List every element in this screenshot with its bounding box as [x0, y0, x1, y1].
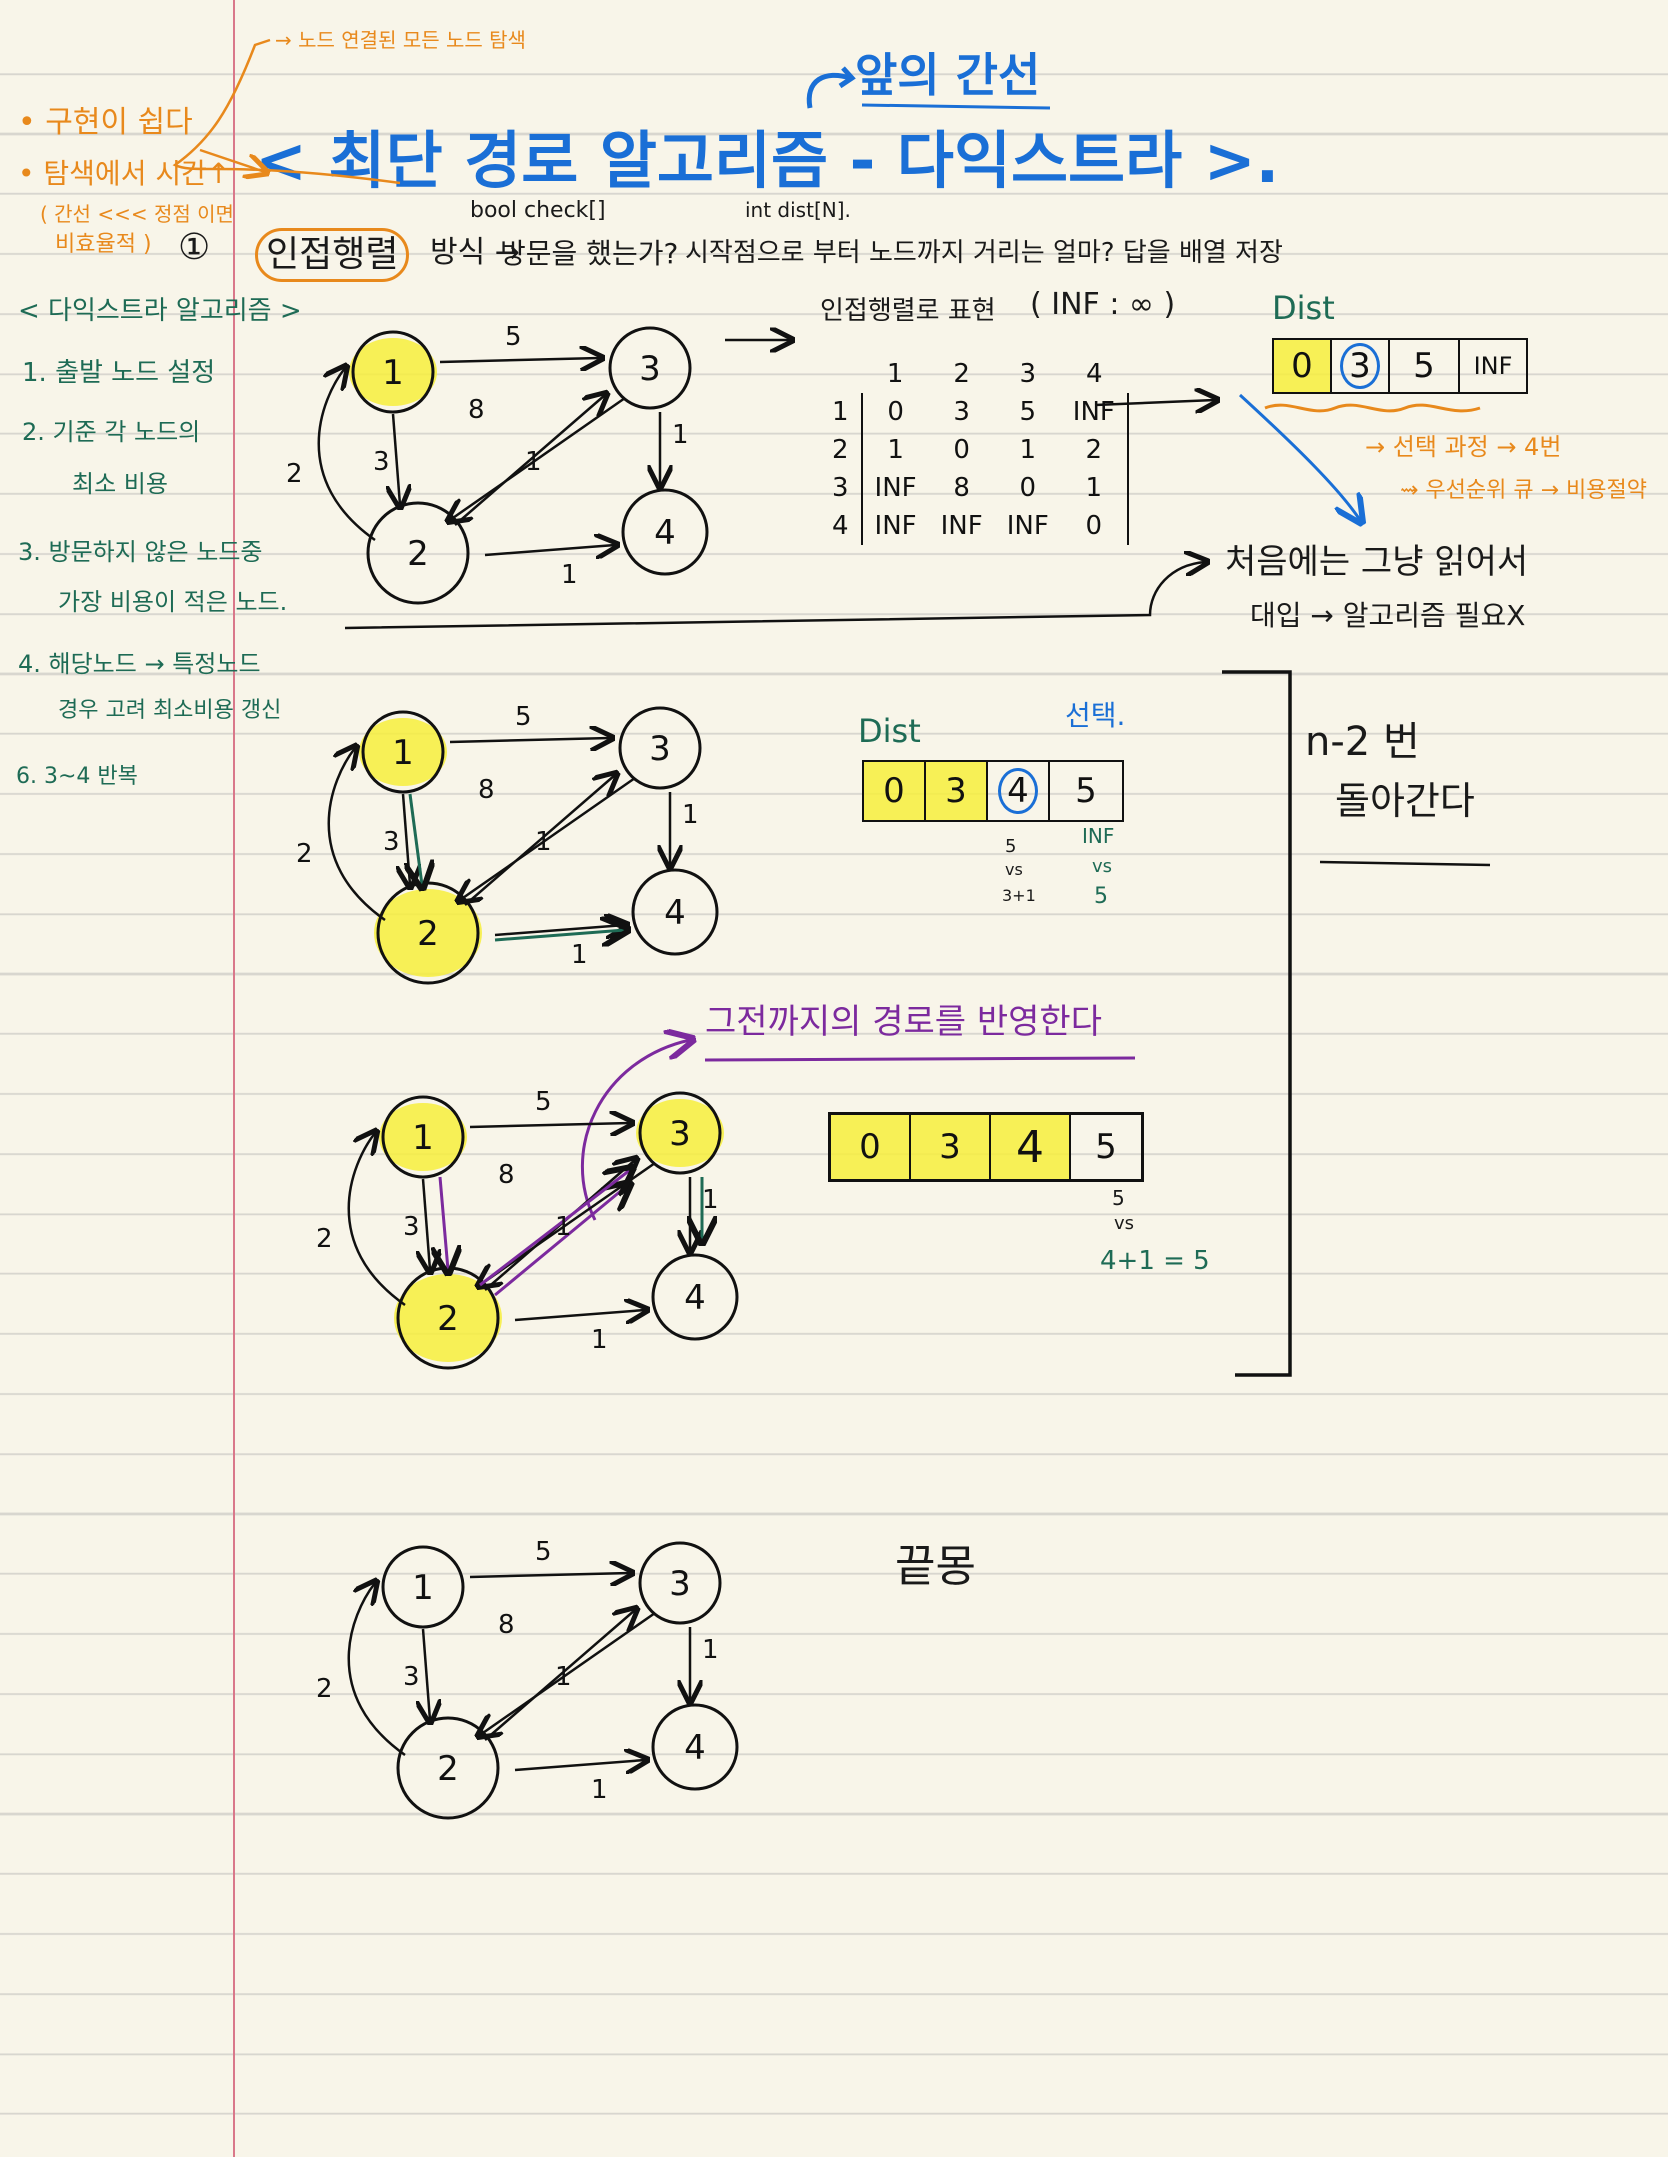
sidebar-note-3: ( 간선 <<< 정점 이면	[40, 202, 234, 226]
bool-note: bool check[]	[470, 198, 606, 223]
repeat-line2: 돌아간다	[1335, 779, 1475, 823]
dist2-under4-b: vs	[1092, 856, 1113, 877]
matrix-cell: INF	[860, 507, 929, 545]
dist3-under4-b: vs	[1114, 1213, 1135, 1234]
repeat-line1: n-2 번	[1305, 719, 1420, 765]
matrix-cell: INF	[1060, 393, 1129, 431]
step-1: 1. 출발 노드 설정	[22, 358, 216, 388]
method-label: 인접행렬	[255, 228, 410, 282]
dist2-under4-c: 5	[1094, 884, 1108, 909]
dist-cell: 3	[911, 1115, 991, 1179]
dist-cell: 5	[1390, 340, 1460, 392]
end-note: 끝몽	[895, 1541, 976, 1592]
sidebar-note-4: 비효율적 )	[55, 232, 152, 257]
matrix-cell: 3	[953, 397, 970, 427]
dist-cell-selected: 4	[998, 768, 1038, 814]
dist-cell: 3	[1332, 340, 1390, 392]
title-subtitle: 앞의 간선	[855, 48, 1041, 102]
dist2-array: 0 3 4 5	[862, 760, 1124, 822]
reflect-note: 그전까지의 경로를 반영한다	[705, 1002, 1102, 1042]
dist2-under3-b: vs	[1005, 860, 1023, 879]
matrix-row-label: 2	[832, 435, 849, 465]
matrix-row-label: 4	[832, 511, 849, 541]
matrix-title: 인접행렬로 표현	[820, 296, 996, 326]
dist-cell: 3	[926, 762, 988, 820]
matrix-col-header: 4	[1086, 359, 1103, 389]
dist3-under4-a: 5	[1112, 1186, 1125, 1210]
dist1-queue-note: ⇝ 우선순위 큐 → 비용절약	[1400, 478, 1648, 503]
sidebar-note-2: • 탐색에서 시간↑	[18, 157, 231, 190]
matrix-cell: 8	[953, 473, 970, 503]
question-text: 시작점으로 부터 노드까지 거리는 얼마? 답을 배열 저장	[685, 238, 1283, 268]
section-title: < 다익스트라 알고리즘 >	[18, 296, 302, 326]
matrix-cell: 0	[1019, 473, 1037, 503]
matrix-cell: 5	[1019, 397, 1037, 427]
matrix-cell: INF	[860, 469, 929, 507]
visited-text: 방문을 했는가?	[500, 237, 679, 270]
dist-cell: 5	[1095, 1127, 1117, 1167]
dist-cell: 0	[864, 762, 926, 820]
first-note-1: 처음에는 그냥 읽어서	[1225, 542, 1529, 582]
sidebar-note-1: • 구현이 쉽다	[18, 105, 193, 140]
dist3-array: 0 3 4 5	[828, 1112, 1144, 1182]
method-number: ①	[178, 227, 211, 268]
matrix-cell: 0	[1060, 507, 1129, 545]
dist1-label: Dist	[1272, 289, 1335, 327]
dist2-label: Dist	[858, 712, 921, 750]
dist1-array: 0 3 5 INF	[1272, 338, 1528, 394]
adjacency-matrix: 1 2 3 4 1 0 3 5 INF 2 1 0 1 2 3 INF 8 0 …	[820, 355, 1129, 545]
dist-cell: 0	[831, 1115, 911, 1179]
dist3-under4-c: 4+1 = 5	[1100, 1246, 1210, 1276]
step-2: 2. 기준 각 노드의	[22, 418, 201, 446]
step-3: 3. 방문하지 않은 노드중	[18, 538, 263, 566]
margin-line	[233, 0, 235, 2157]
step-4: 4. 해당노드 → 특정노드	[18, 650, 261, 678]
dist-cell: 0	[1274, 340, 1332, 392]
dist-cell: 4	[991, 1115, 1071, 1179]
step-3b: 가장 비용이 적은 노드.	[58, 588, 288, 616]
dist2-under3-a: 5	[1005, 836, 1017, 857]
matrix-cell: INF	[1006, 511, 1049, 541]
matrix-cell: 2	[1060, 431, 1129, 469]
matrix-col-header: 3	[1019, 359, 1037, 389]
matrix-col-header: 2	[953, 359, 970, 389]
matrix-cell: INF	[940, 511, 983, 541]
matrix-cell: 0	[953, 435, 970, 465]
dist-cell: INF	[1473, 352, 1513, 380]
matrix-cell: 1	[1019, 435, 1037, 465]
matrix-cell: 1	[860, 431, 929, 469]
first-note-2: 대입 → 알고리즘 필요X	[1250, 599, 1526, 632]
method-text: 방식 →	[430, 235, 520, 270]
dist2-under4-a: INF	[1082, 824, 1115, 848]
note-top: → 노드 연결된 모든 노드 탐색	[275, 28, 526, 52]
matrix-row-label: 1	[832, 397, 849, 427]
step-6: 6. 3~4 반복	[16, 764, 138, 789]
dist2-select: 선택.	[1065, 699, 1126, 732]
dist1-select-note: → 선택 과정 → 4번	[1365, 433, 1562, 461]
dist-cell-selected: 3	[1340, 343, 1380, 389]
step-4b: 경우 고려 최소비용 갱신	[58, 698, 282, 723]
matrix-row-label: 3	[832, 473, 849, 503]
int-note: int dist[N].	[745, 198, 851, 222]
matrix-cell: 0	[860, 393, 929, 431]
dist2-under3-c: 3+1	[1002, 886, 1036, 905]
inf-note: ( INF : ∞ )	[1030, 287, 1176, 322]
matrix-col-header: 1	[886, 359, 904, 389]
matrix-cell: 1	[1060, 469, 1129, 507]
dist-cell: 4	[988, 762, 1050, 820]
step-2b: 최소 비용	[72, 470, 168, 498]
page-title: < 최단 경로 알고리즘 - 다익스트라 >.	[255, 124, 1280, 197]
dist-cell: 5	[1075, 771, 1097, 811]
